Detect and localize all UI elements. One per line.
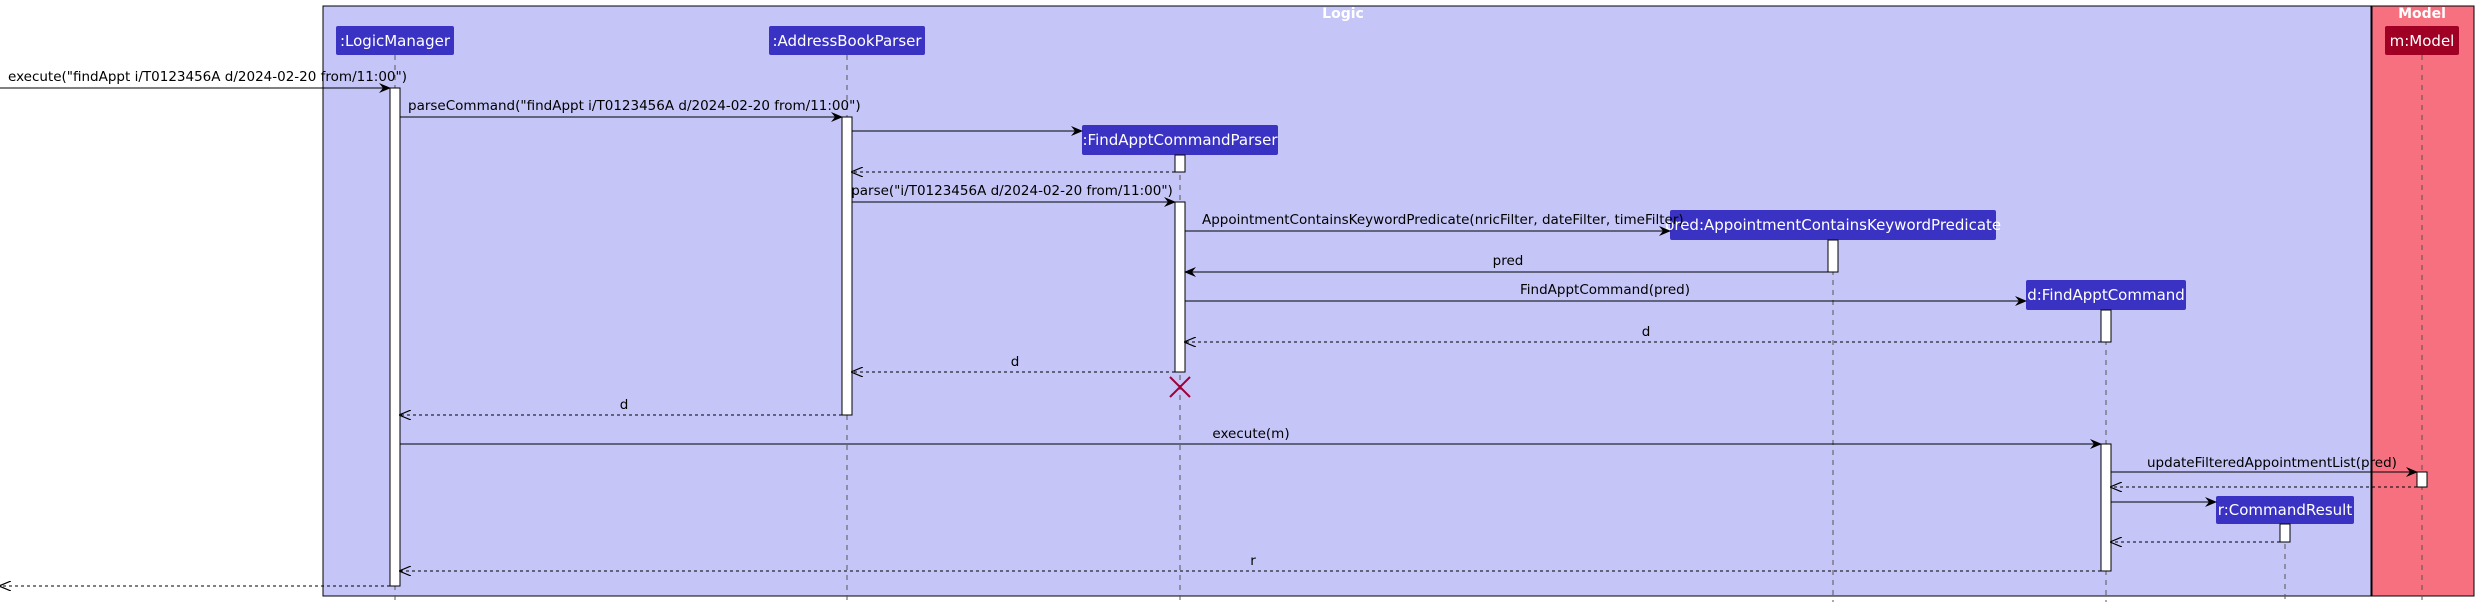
activation-find-appt-command-1 bbox=[2100, 309, 2112, 343]
participant-find-appt-command bbox=[2026, 280, 2186, 310]
participant-logic-manager bbox=[336, 26, 454, 55]
participant-address-book-parser bbox=[769, 26, 925, 55]
message-return-d-to-parser: d bbox=[1185, 324, 2101, 342]
svg-text:d: d bbox=[1011, 354, 1020, 370]
activation-address-book-parser bbox=[841, 116, 853, 416]
participant-find-appt-command-label: d:FindApptCommand bbox=[2027, 286, 2185, 304]
participant-predicate bbox=[1670, 210, 1996, 240]
message-execute-model: execute(m) bbox=[400, 426, 2102, 449]
activation-find-appt-command-2 bbox=[2100, 443, 2112, 572]
destroy-marker bbox=[1169, 376, 1191, 398]
message-return-d-to-logic-manager: d bbox=[400, 397, 842, 415]
svg-text:pred: pred bbox=[1493, 253, 1524, 269]
activation-logic-manager bbox=[389, 87, 401, 587]
participant-find-appt-command-parser bbox=[1082, 125, 1278, 155]
message-execute-command: execute("findAppt i/T0123456A d/2024-02-… bbox=[0, 69, 407, 93]
participant-command-result bbox=[2216, 496, 2354, 524]
svg-text:execute("findAppt i/T0123456A: execute("findAppt i/T0123456A d/2024-02-… bbox=[8, 69, 407, 85]
participant-model bbox=[2385, 26, 2459, 55]
participant-model-label: m:Model bbox=[2390, 32, 2455, 50]
activation-command-result bbox=[2279, 523, 2291, 543]
svg-text:parseCommand("findAppt i/T0123: parseCommand("findAppt i/T0123456A d/202… bbox=[408, 98, 861, 114]
participant-find-appt-command-parser-label: :FindApptCommandParser bbox=[1082, 131, 1278, 149]
message-return-r: r bbox=[400, 553, 2101, 571]
svg-text:AppointmentContainsKeywordPred: AppointmentContainsKeywordPredicate(nric… bbox=[1202, 212, 1684, 228]
participant-logic-manager-label: :LogicManager bbox=[340, 32, 451, 50]
participant-address-book-parser-label: :AddressBookParser bbox=[772, 32, 922, 50]
svg-text:parse("i/T0123456A d/2024-02-2: parse("i/T0123456A d/2024-02-20 from/11:… bbox=[851, 183, 1173, 199]
message-parse: parse("i/T0123456A d/2024-02-20 from/11:… bbox=[851, 183, 1176, 207]
message-return-d-to-address-book-parser: d bbox=[852, 354, 1175, 372]
activation-find-appt-command-parser-1 bbox=[1174, 154, 1186, 173]
activation-model bbox=[2416, 471, 2428, 488]
svg-text:execute(m): execute(m) bbox=[1212, 426, 1289, 442]
message-create-predicate: AppointmentContainsKeywordPredicate(nric… bbox=[1185, 212, 1684, 236]
svg-text:FindApptCommand(pred): FindApptCommand(pred) bbox=[1520, 282, 1690, 298]
message-parse-command: parseCommand("findAppt i/T0123456A d/202… bbox=[400, 98, 861, 122]
svg-text:updateFilteredAppointmentList(: updateFilteredAppointmentList(pred) bbox=[2147, 455, 2397, 471]
participant-predicate-label: pred:AppointmentContainsKeywordPredicate bbox=[1665, 216, 2001, 234]
svg-text:d: d bbox=[620, 397, 629, 413]
model-group-box bbox=[2371, 5, 2475, 597]
participant-command-result-label: r:CommandResult bbox=[2218, 501, 2353, 519]
activation-find-appt-command-parser-2 bbox=[1174, 201, 1186, 373]
svg-text:d: d bbox=[1642, 324, 1651, 340]
logic-group-label: Logic bbox=[1322, 6, 1364, 22]
message-pred: pred bbox=[1184, 253, 1828, 277]
model-group-label: Model bbox=[2398, 6, 2446, 22]
message-create-find-appt-command: FindApptCommand(pred) bbox=[1185, 282, 2027, 306]
svg-text:r: r bbox=[1250, 553, 1256, 569]
message-update-filtered-appointment-list: updateFilteredAppointmentList(pred) bbox=[2111, 455, 2418, 477]
activation-predicate bbox=[1827, 239, 1839, 273]
